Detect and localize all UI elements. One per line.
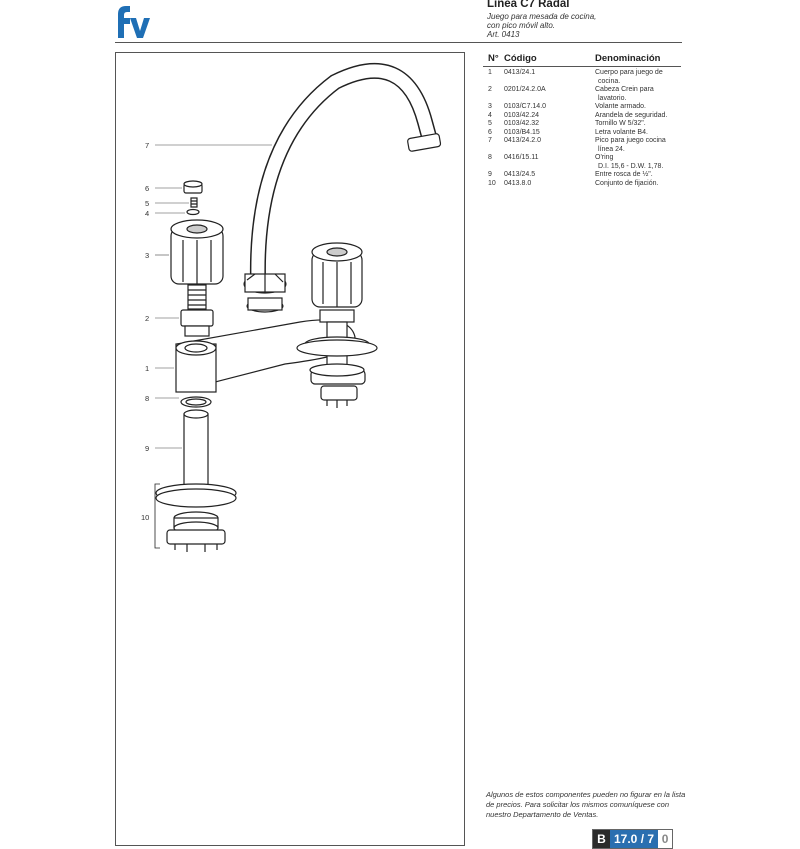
part-code: 0103/C7.14.0 [504,103,547,110]
column-header-name: Denominación [595,53,661,64]
part-description-line: D.I. 15,6 - D.W. 1,78. [598,162,664,170]
callout-label: 2 [145,314,149,323]
fv-logo [118,6,150,38]
footnote: Algunos de estos componentes pueden no f… [486,790,686,819]
parts-table-header: N° Código Denominación [483,52,681,67]
part-description-line: Arandela de seguridad. [595,111,668,119]
part-number: 4 [488,111,492,119]
table-row: 4 0103/42.24 Arandela de seguridad. [483,112,681,121]
part-description-line: Entre rosca de ½". [595,171,653,178]
part-code: 0103/42.24 [504,111,540,119]
part-description-line: Conjunto de fijación. [595,179,659,187]
part-description-line: Pico para juego cocina [595,137,666,144]
part-code: 0103/B4.15 [504,128,540,136]
table-row: 5 0103/42.32 Tornillo W 5/32". [483,120,681,129]
column-header-code: Código [504,53,537,64]
part-description-line: Letra volante B4. [595,128,648,136]
page-number: 17.0 / 7 [610,830,659,848]
header-divider [115,42,682,43]
product-line-title: Línea C7 Radal [487,0,570,10]
part-description-line: lavatorio. [598,94,627,102]
part-description-line: línea 24. [598,145,625,153]
column-header-number: N° [488,53,499,64]
part-code: 0416/15.11 [504,154,539,161]
callout-label: 8 [145,394,149,403]
part-description-line: Cuerpo para juego de [595,69,663,76]
callout-label: 4 [145,209,149,218]
callout-label: 10 [141,513,149,522]
part-number: 9 [488,171,492,178]
table-row: 10 0413.8.0 Conjunto de fijación. [483,180,681,189]
table-row: 9 0413/24.5 Entre rosca de ½". [483,171,681,180]
parts-table: N° Código Denominación 1 0413/24.1 Cuerpo … [483,52,681,188]
part-number: 1 [488,69,492,76]
subtitle-line: Juego para mesada de cocina, [487,12,597,21]
part-description: Volante armado. [595,103,681,112]
callout-label: 5 [145,199,149,208]
part-code: 0413/24.5 [504,171,536,178]
part-number: 5 [488,120,492,127]
part-code: 0413.8.0 [504,179,532,187]
part-description-line: Volante armado. [595,103,646,110]
diagram-panel [115,52,465,846]
page-suffix: 0 [658,830,673,848]
part-code: 0103/42.32 [504,120,540,127]
page-badge: B 17.0 / 7 0 [592,829,674,849]
callout-label: 6 [145,184,149,193]
part-description: Arandela de seguridad. [595,112,681,121]
article-number: Art. 0413 [487,30,520,39]
part-description-line: cocina. [598,77,621,85]
section-letter: B [593,830,610,848]
part-description-line: Tornillo W 5/32". [595,120,646,127]
callout-label: 7 [145,141,149,150]
part-description-line: Cabeza Crein para [595,86,654,93]
callout-label: 9 [145,444,149,453]
part-description: Letra volante B4. [595,129,681,138]
callout-label: 3 [145,251,149,260]
table-row: 6 0103/B4.15 Letra volante B4. [483,129,681,138]
part-description: Tornillo W 5/32". [595,120,681,129]
part-number: 6 [488,128,492,136]
part-number: 3 [488,103,492,110]
table-row: 3 0103/C7.14.0 Volante armado. [483,103,681,112]
callout-label: 1 [145,364,149,373]
part-description-line: O'ring [595,154,614,161]
part-number: 7 [488,137,492,144]
part-code: 0413/24.2.0 [504,137,541,144]
part-number: 10 [488,179,496,187]
exploded-view-diagram: 7 6 5 4 3 2 1 8 9 10 [141,62,442,552]
subtitle-line: con pico móvil alto. [487,21,556,30]
part-number: 2 [488,86,492,93]
part-description: Entre rosca de ½". [595,171,681,180]
part-description: Conjunto de fijación. [595,180,681,189]
part-number: 8 [488,154,492,161]
part-code: 0201/24.2.0A [504,86,546,93]
part-code: 0413/24.1 [504,69,536,76]
